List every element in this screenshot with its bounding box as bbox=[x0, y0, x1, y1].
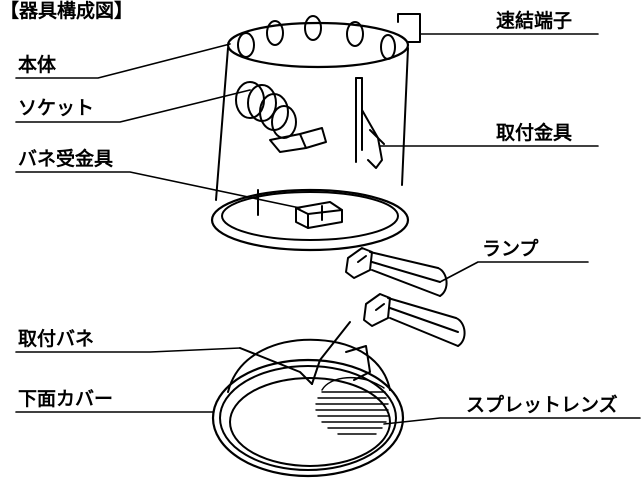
label-body: 本体 bbox=[18, 54, 57, 76]
diagram-title: 【器具構成図】 bbox=[0, 0, 134, 22]
label-spring-receiver: バネ受金具 bbox=[18, 148, 114, 170]
label-mounting-bracket: 取付金具 bbox=[496, 122, 573, 144]
label-mounting-spring: 取付バネ bbox=[18, 328, 95, 350]
label-socket: ソケット bbox=[18, 97, 95, 119]
lamp-lower bbox=[363, 293, 466, 347]
lamp-upper bbox=[345, 247, 448, 297]
lower-cover bbox=[211, 338, 405, 478]
spring-receiver-part bbox=[295, 201, 343, 229]
label-lamp: ランプ bbox=[482, 238, 539, 260]
leader-lines bbox=[15, 33, 641, 425]
label-lower-cover: 下面カバー bbox=[18, 388, 114, 410]
label-split-lens: スプレットレンズ bbox=[466, 394, 618, 416]
label-quick-terminal: 速結端子 bbox=[496, 10, 573, 32]
body-cylinder bbox=[210, 13, 421, 252]
mounting-spring-part bbox=[239, 321, 351, 385]
mounting-bracket-part bbox=[355, 77, 385, 169]
socket-part bbox=[235, 81, 327, 153]
